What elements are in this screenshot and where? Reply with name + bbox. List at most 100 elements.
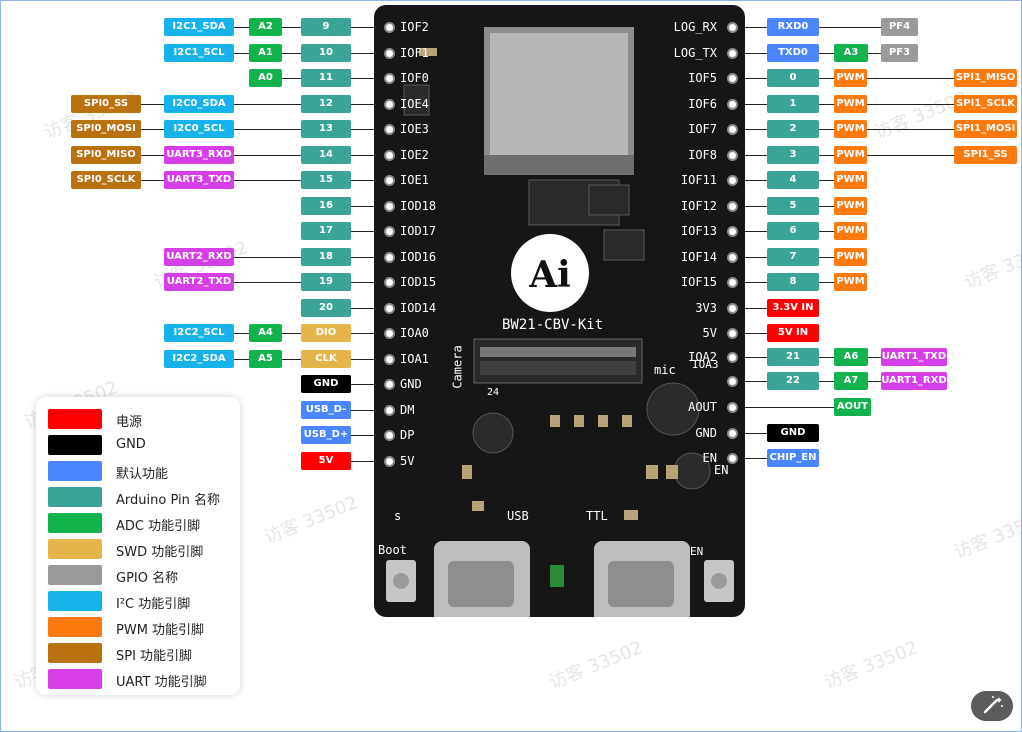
pin-name-5v: 5V [400,454,415,468]
watermark-text: 访客 33502 [261,492,361,549]
pin-label-pwm: PWM [834,171,867,189]
legend-label: 电源 [116,415,143,430]
mic-capsule [646,382,700,436]
ttl-silk: TTL [586,509,608,523]
pin-name-gnd: GND [695,426,717,440]
header-pin-iof15 [726,276,738,288]
magic-wand-button[interactable] [971,691,1013,721]
pin-name-iof12: IOF12 [680,199,717,213]
pin-label-6: 6 [767,222,819,240]
header-pin-gnd [383,378,395,390]
pin-name-gnd: GND [400,377,422,391]
watermark-text: 访客 33502 [961,237,1022,294]
pin-label-spi0-ss: SPI0_SS [71,95,141,113]
pin-label-pwm: PWM [834,197,867,215]
wire [732,129,1007,130]
legend-swatch [48,643,102,663]
header-pin-ioa0 [383,327,395,339]
legend-label: 默认功能 [116,467,169,482]
pin-label-a2: A2 [249,18,282,36]
pin-name-ioe1: IOE1 [400,173,429,187]
pin-label-9: 9 [301,18,351,36]
pin-label-uart1-txd: UART1_TXD [881,348,947,366]
pin-name-iof6: IOF6 [688,97,717,111]
legend-label: I²C 功能引脚 [116,597,191,612]
pin-label-uart1-rxd: UART1_RXD [881,372,947,390]
pin-name-en: EN [702,451,717,465]
buzzer [472,412,514,454]
pin-label-a6: A6 [834,348,868,366]
board-graphic: Ai [386,27,734,617]
legend-label: SWD 功能引脚 [116,545,204,560]
usb-port-right [594,541,690,617]
header-pin-iof8 [726,149,738,161]
wire [732,27,908,28]
pin-name-ioe3: IOE3 [400,122,429,136]
pin-name-iof7: IOF7 [688,122,717,136]
pin-name-iod15: IOD15 [400,275,437,289]
pin-label-clk: CLK [301,350,351,368]
pin-label-pf3: PF3 [881,44,918,62]
magic-wand-icon [983,696,1003,714]
pin-label-gnd: GND [301,375,351,393]
legend-swatch [48,461,102,481]
header-pin-iof14 [726,251,738,263]
legend-swatch [48,539,102,559]
pin-label-uart2-txd: UART2_TXD [164,273,234,291]
camera-silk: Camera [450,345,465,389]
header-pin-iod16 [383,251,395,263]
pin-label-8: 8 [767,273,819,291]
pin-label-21: 21 [767,348,819,366]
pin-label-pwm: PWM [834,95,867,113]
header-pin-iof7 [726,123,738,135]
svg-text:Ai: Ai [528,254,571,296]
watermark-text: 访客 33502 [951,507,1022,564]
legend-label: GPIO 名称 [116,571,179,586]
header-pin-dm [383,404,395,416]
pin-name-iod18: IOD18 [400,199,437,213]
pin-label-11: 11 [301,69,351,87]
pin-label-chip-en: CHIP_EN [767,449,819,467]
header-pin-iof12 [726,200,738,212]
pin-label-a7: A7 [834,372,868,390]
header-pin-iof6 [726,98,738,110]
board-name: BW21-CBV-Kit [502,317,604,333]
smd-components [419,48,678,520]
pin-label-5v: 5V [301,452,351,470]
wire [81,104,389,105]
pin-label-i2c0-scl: I2C0_SCL [164,120,234,138]
legend-label: Arduino Pin 名称 [116,493,220,508]
pin-label-spi0-mosi: SPI0_MOSI [71,120,141,138]
header-pin-iod15 [383,276,395,288]
pin-name-iof15: IOF15 [680,275,717,289]
legend-label: SPI 功能引脚 [116,649,193,664]
watermark-text: 访客 33502 [546,637,646,694]
pin-label-20: 20 [301,299,351,317]
pin-label-0: 0 [767,69,819,87]
header-pin-dp [383,429,395,441]
header-pin-iof5 [726,72,738,84]
legend-swatch [48,565,102,585]
pin-name-iof1: IOF1 [400,46,429,60]
header-pin-iod18 [383,200,395,212]
pin-label-pwm: PWM [834,120,867,138]
pin-name-iod14: IOD14 [400,301,437,315]
pin-label-3: 3 [767,146,819,164]
wire [732,155,1007,156]
header-pin-iod17 [383,225,395,237]
pin-label-usb-d: USB_D+ [301,426,351,444]
mic-ioa3-silk: IOA3 [692,358,719,371]
pin-label-usb-d: USB_D- [301,401,351,419]
pin-label-spi1-sclk: SPI1_SCLK [954,95,1017,113]
pin-label-a0: A0 [249,69,282,87]
pin-label-10: 10 [301,44,351,62]
pin-name-iof0: IOF0 [400,71,429,85]
legend-label: PWM 功能引脚 [116,623,205,638]
pin-label-16: 16 [301,197,351,215]
pin-label-spi1-ss: SPI1_SS [954,146,1017,164]
header-pin-log-rx [726,21,738,33]
ai-logo: Ai [511,234,589,312]
header-pin-aout [726,401,738,413]
pin-label-13: 13 [301,120,351,138]
pin-label-spi0-miso: SPI0_MISO [71,146,141,164]
